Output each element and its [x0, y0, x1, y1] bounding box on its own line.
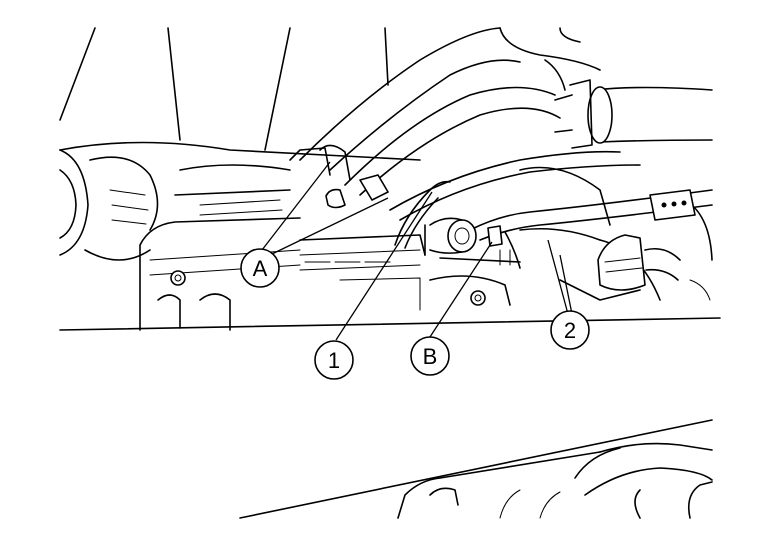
- callout-1: 1: [314, 340, 354, 380]
- callout-a-label: A: [253, 256, 268, 281]
- callout-b-label: B: [423, 344, 438, 369]
- hose-a: [289, 27, 641, 221]
- engine-background-lines: [59, 27, 721, 331]
- upper-hose: [499, 27, 713, 149]
- callout-b: B: [410, 336, 450, 376]
- callout-1-label: 1: [328, 348, 340, 373]
- callout-a: A: [240, 248, 280, 288]
- leader-lines: [261, 161, 573, 341]
- right-connector: [519, 166, 696, 291]
- left-round-component: [59, 149, 159, 261]
- callout-2-label: 2: [564, 318, 576, 343]
- lower-underbody: [239, 419, 713, 519]
- engine-block: [170, 164, 521, 306]
- callout-2: 2: [550, 310, 590, 350]
